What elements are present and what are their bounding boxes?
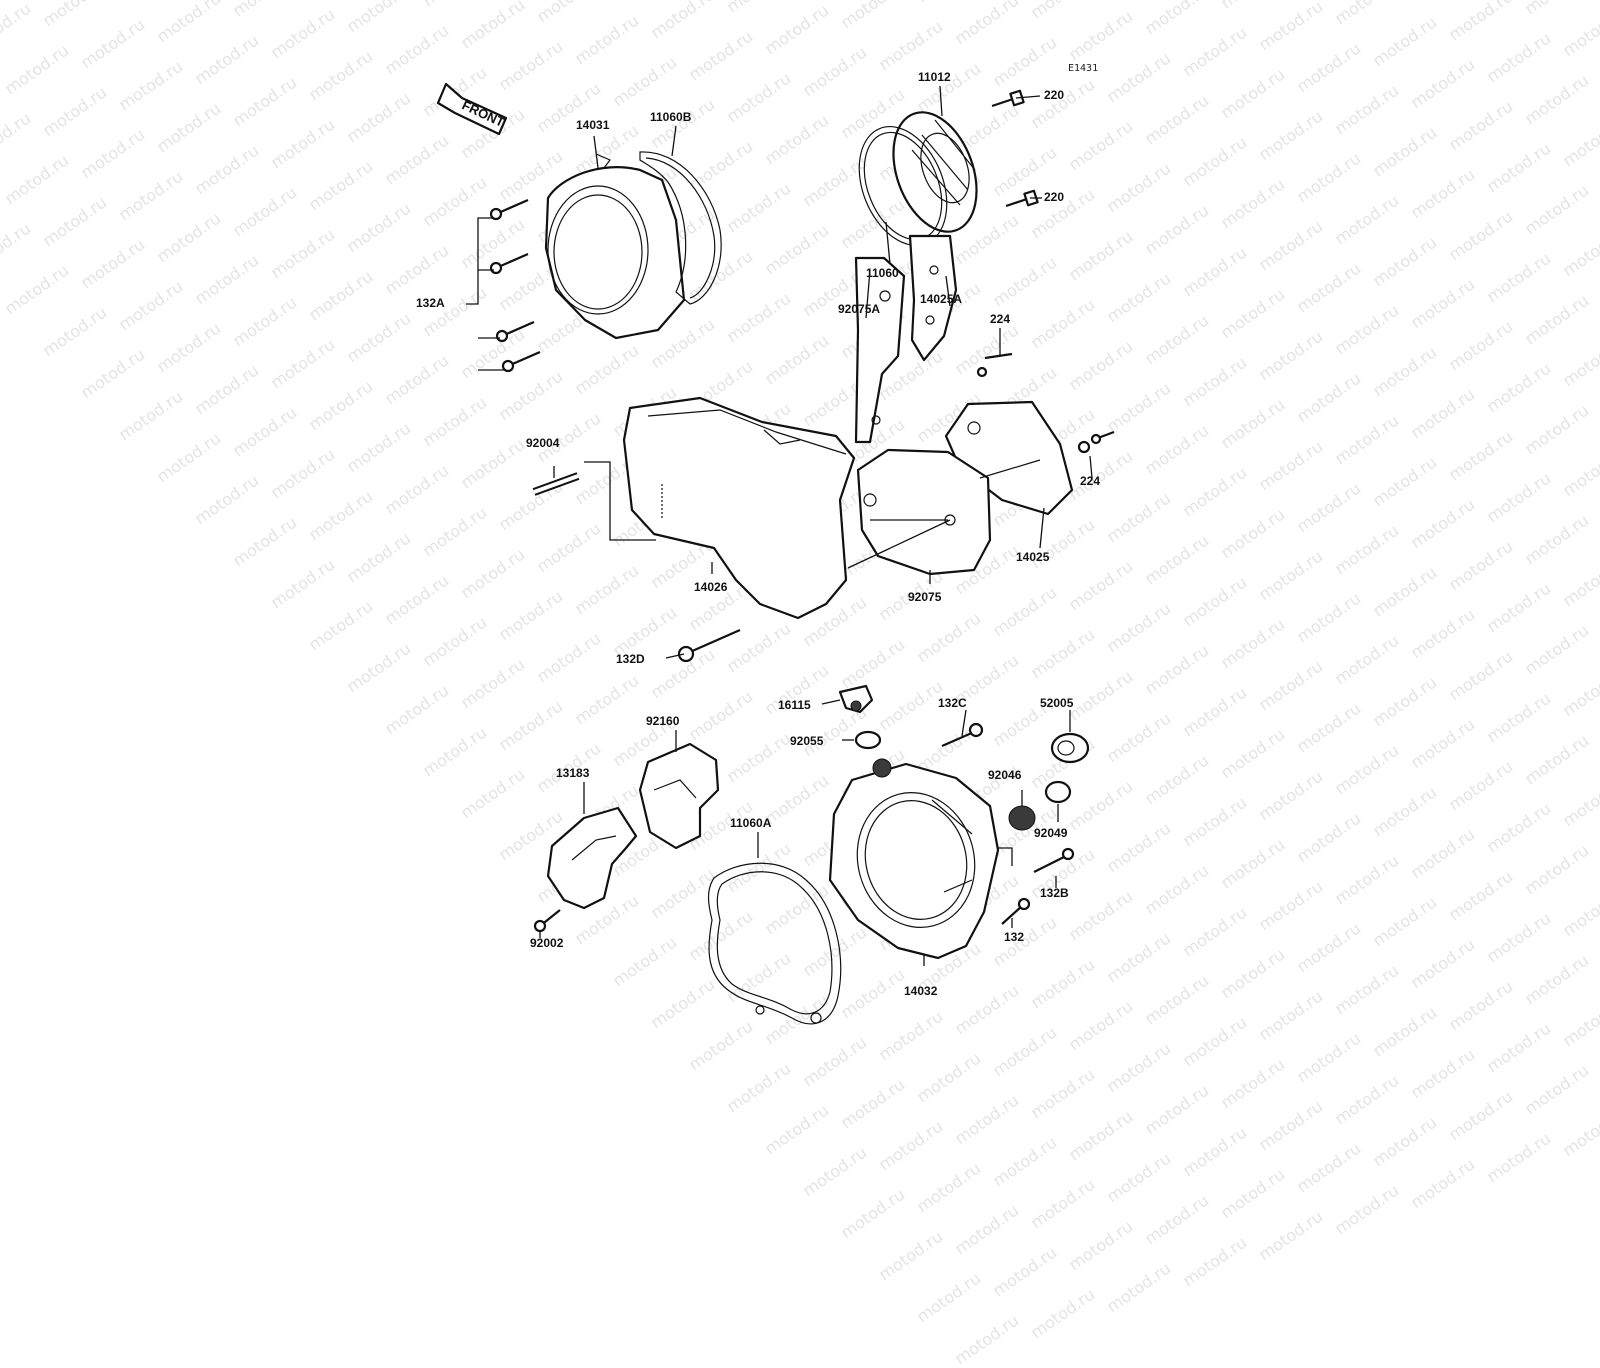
watermark-text: motod.ru: [1103, 1259, 1174, 1317]
plug-16115: [840, 686, 872, 712]
bolt-132B: [1034, 849, 1073, 872]
label-220-upper: 220: [1044, 88, 1064, 102]
bearing-52005: [1052, 734, 1088, 762]
label-132A: 132A: [416, 296, 445, 310]
label-14025: 14025: [1016, 550, 1049, 564]
label-14031: 14031: [576, 118, 609, 132]
gasket-11060A: [709, 863, 841, 1024]
watermark-text: motod.ru: [951, 1311, 1022, 1368]
screw-224-lower: [1079, 432, 1114, 452]
collar-92049: [1046, 782, 1070, 802]
watermark-text: motod.ru: [875, 1227, 946, 1285]
label-132: 132: [1004, 930, 1024, 944]
cover-92075: [858, 450, 1040, 574]
label-224-upper: 224: [990, 312, 1010, 326]
o-ring-92055: [856, 732, 880, 748]
label-52005: 52005: [1040, 696, 1073, 710]
clutch-cover-14032: [830, 759, 998, 958]
screw-224-upper: [978, 354, 1012, 376]
shield-13183: [548, 808, 636, 908]
watermark-text: motod.ru: [951, 1201, 1022, 1259]
shield-92160: [640, 744, 718, 848]
label-92046: 92046: [988, 768, 1021, 782]
watermark-text: motod.ru: [1179, 1233, 1250, 1291]
front-arrow-icon: FRONT: [438, 84, 507, 134]
label-14026: 14026: [694, 580, 727, 594]
label-92075: 92075: [908, 590, 941, 604]
watermark-text: motod.ru: [1065, 1217, 1136, 1275]
screw-92002: [535, 910, 560, 931]
label-92049: 92049: [1034, 826, 1067, 840]
bolt-132: [1002, 899, 1029, 924]
sprocket-cover-14026: [624, 398, 854, 618]
bolt-132D: [679, 630, 740, 661]
stud-92004: [534, 476, 578, 492]
label-92075A: 92075A: [838, 302, 880, 316]
label-92004: 92004: [526, 436, 559, 450]
label-132B: 132B: [1040, 886, 1069, 900]
label-14032: 14032: [904, 984, 937, 998]
label-11060: 11060: [866, 266, 899, 280]
diagram-code: E1431: [1068, 63, 1098, 74]
label-13183: 13183: [556, 766, 589, 780]
label-132D: 132D: [616, 652, 645, 666]
watermark-text: motod.ru: [1027, 1285, 1098, 1343]
diagram-drawing: FRONT: [0, 0, 1600, 1200]
bearing-92046: [1009, 806, 1035, 830]
label-220-lower: 220: [1044, 190, 1064, 204]
bolts-132A: [491, 200, 540, 371]
label-92002: 92002: [530, 936, 563, 950]
generator-cover-14031: [546, 154, 684, 338]
label-92055: 92055: [790, 734, 823, 748]
label-224-lower: 224: [1080, 474, 1100, 488]
label-16115: 16115: [778, 698, 811, 712]
label-132C: 132C: [938, 696, 967, 710]
label-92160: 92160: [646, 714, 679, 728]
watermark-text: motod.ru: [989, 1243, 1060, 1301]
label-11012: 11012: [918, 70, 951, 84]
watermark-text: motod.ru: [1255, 1207, 1326, 1265]
bracket-92075A: [856, 258, 904, 442]
label-11060B: 11060B: [650, 110, 691, 124]
label-11060A: 11060A: [730, 816, 771, 830]
watermark-text: motod.ru: [913, 1269, 984, 1327]
label-14025A: 14025A: [920, 292, 962, 306]
